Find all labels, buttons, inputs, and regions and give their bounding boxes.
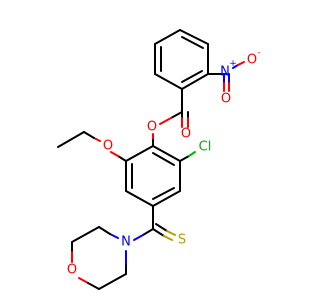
ring-bond (154, 73, 183, 90)
ring-double-bond (152, 187, 175, 200)
o-c-bond-c (87, 282, 100, 290)
morpholine-o-label: O (67, 263, 77, 278)
ester-group: O O (147, 88, 191, 142)
ring-bond (71, 226, 100, 243)
c-s-double-bond-c-2 (155, 223, 168, 232)
ring-bond (181, 73, 209, 90)
chloro-substituent: Cl (179, 140, 212, 162)
molecule-diagram: N + O O - O O (57, 29, 261, 290)
nitro-n-label: N (220, 65, 230, 80)
ring-bond (154, 29, 181, 45)
nitro-group: N + O O - (207, 48, 261, 107)
ch2-ch3-bond (57, 131, 85, 148)
ring-double-bond (152, 152, 175, 166)
ring-bond (98, 273, 127, 290)
n-o-minus-bond-o (237, 61, 245, 66)
o-c-bond-o (78, 277, 89, 284)
morpholine-ring: O (67, 226, 127, 290)
ether-o-label: O (103, 139, 113, 154)
ring-bond (125, 145, 154, 162)
ring-bond (152, 190, 181, 207)
ester-carbonyl-o-label: O (181, 127, 191, 142)
c-o-ether-bond-o (110, 151, 119, 157)
central-ring (125, 133, 181, 207)
c-n-bond-c (142, 228, 154, 236)
ring-double-bond (181, 36, 204, 49)
nitro-o-label: O (221, 92, 231, 107)
thione-s-label: S (178, 233, 186, 248)
ethoxy-substituent: O (57, 131, 127, 162)
carbonyl-to-ester-o-bond (170, 111, 183, 119)
o-ch2-bond-c (83, 131, 95, 139)
c-cl-bond-cl (188, 151, 196, 157)
c-n-bond-n (133, 234, 144, 241)
nitrobenzoyl-ring (154, 29, 209, 90)
nitro-o-charge: - (257, 48, 260, 58)
ring-bond (152, 145, 181, 162)
chlorine-label: Cl (199, 140, 212, 155)
c-s-double-bond-c (152, 228, 165, 237)
thioamide-group: S N (121, 205, 186, 250)
nitro-o-minus-label: O (247, 53, 257, 68)
n-c-bond-n (109, 233, 119, 239)
c-s-double-bond-s (163, 235, 173, 241)
c-o-ether-bond-c (117, 155, 127, 162)
c-s-double-bond-s-2 (166, 230, 176, 236)
ring-double-bond (181, 70, 203, 83)
structure-svg: N + O O - O O (57, 29, 261, 290)
ring-bond (125, 190, 154, 207)
ester-o-label: O (147, 120, 157, 135)
o-ch2-bond-o (93, 137, 101, 142)
ring-bond (179, 29, 209, 45)
nitro-n-charge: + (229, 59, 237, 69)
n-c-bond-c (98, 226, 111, 235)
morpholine-n-label: N (121, 235, 131, 250)
c-cl-bond-c (179, 155, 190, 162)
carbonyl-to-ester-o-bond-o (159, 117, 172, 125)
